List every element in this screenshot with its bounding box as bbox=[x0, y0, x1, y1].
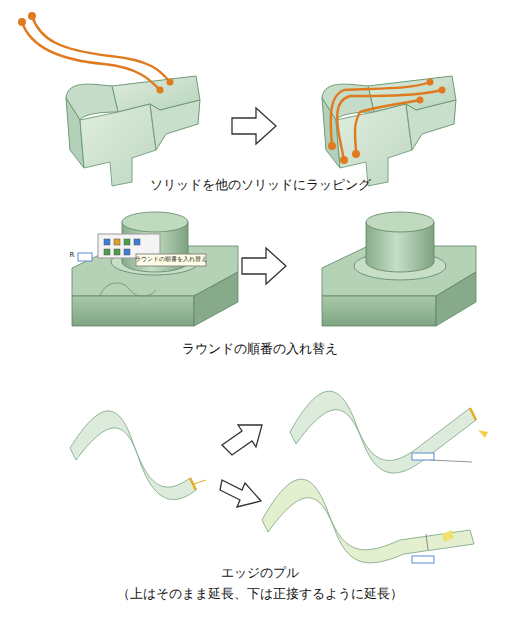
caption: エッジのプル bbox=[221, 565, 299, 581]
round-before bbox=[72, 212, 238, 326]
wrap-solid-after bbox=[322, 76, 456, 186]
pull-edge-tangent bbox=[262, 479, 474, 563]
tooltip-text: ラウンドの順番を入れ替え bbox=[135, 255, 207, 262]
round-after bbox=[322, 212, 476, 326]
caption: ソリッドを他のソリッドにラッピング bbox=[150, 177, 371, 193]
toolbar-popup bbox=[78, 234, 206, 266]
caption: （上はそのまま延長、下は正接するように延長） bbox=[117, 586, 403, 602]
pull-edge-straight bbox=[290, 391, 488, 473]
hollow-arrow bbox=[220, 108, 286, 507]
field-label: R bbox=[70, 251, 75, 259]
pull-edge-before bbox=[70, 411, 206, 500]
wrap-solid-before bbox=[18, 12, 200, 186]
caption: ラウンドの順番の入れ替え bbox=[182, 341, 338, 357]
